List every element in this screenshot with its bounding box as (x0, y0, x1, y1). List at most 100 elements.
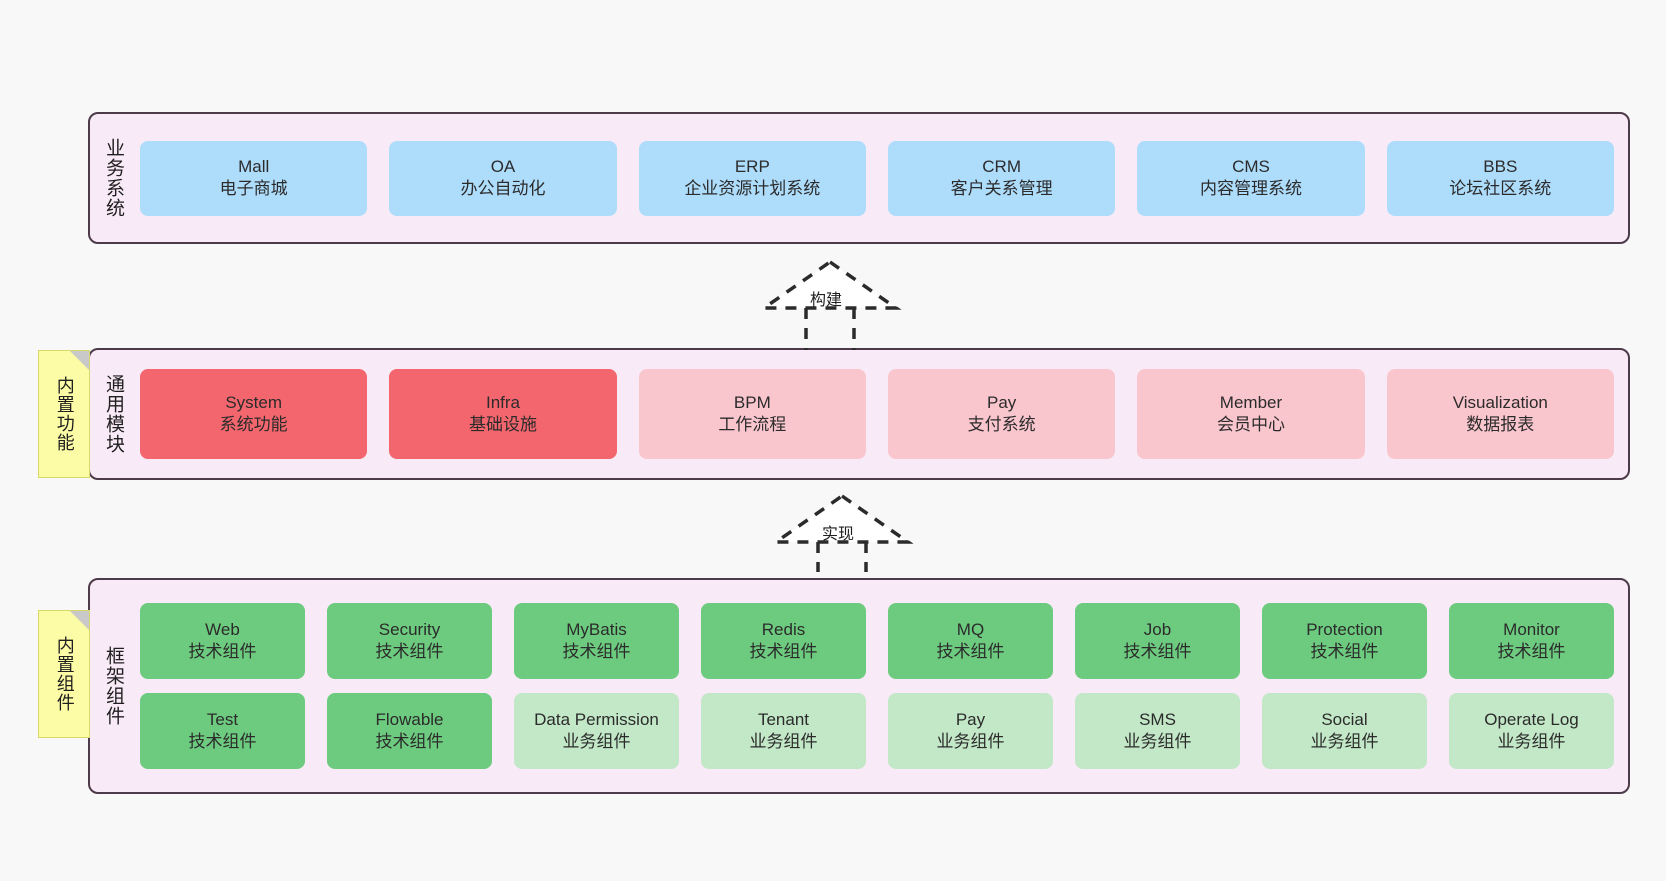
layer-framework-component: 框架组件 Web 技术组件 Security 技术组件 MyBatis 技术组件… (88, 578, 1630, 794)
node-subtitle: 技术组件 (562, 642, 631, 661)
layer-title-framework-component: 框架组件 (103, 646, 125, 726)
node-subtitle: 业务组件 (1497, 732, 1566, 751)
node-title: Social (1321, 709, 1368, 729)
node-subtitle: 技术组件 (375, 732, 444, 751)
node-subtitle: 内容管理系统 (1199, 179, 1302, 198)
node-mq[interactable]: MQ 技术组件 (888, 603, 1053, 679)
node-row: Web 技术组件 Security 技术组件 MyBatis 技术组件 Redi… (140, 603, 1614, 679)
node-operate-log[interactable]: Operate Log 业务组件 (1449, 693, 1614, 769)
node-oa[interactable]: OA 办公自动化 (389, 140, 617, 216)
node-title: Security (378, 619, 441, 639)
node-subtitle: 论坛社区系统 (1449, 179, 1552, 198)
node-title: Operate Log (1484, 709, 1579, 729)
node-subtitle: 业务组件 (1310, 732, 1379, 751)
node-title: Member (1219, 392, 1283, 412)
node-subtitle: 办公自动化 (460, 179, 546, 198)
sticky-note-label: 内置组件 (54, 636, 75, 712)
node-job[interactable]: Job 技术组件 (1075, 603, 1240, 679)
node-bpm[interactable]: BPM 工作流程 (638, 369, 866, 459)
node-erp[interactable]: ERP 企业资源计划系统 (638, 140, 866, 216)
node-data-permission[interactable]: Data Permission 业务组件 (514, 693, 679, 769)
node-visualization[interactable]: Visualization 数据报表 (1386, 369, 1614, 459)
node-subtitle: 业务组件 (749, 732, 818, 751)
connector-build: 构建 (758, 258, 902, 350)
node-subtitle: 技术组件 (749, 642, 818, 661)
node-subtitle: 系统功能 (219, 415, 288, 434)
node-protection[interactable]: Protection 技术组件 (1262, 603, 1427, 679)
node-title: Pay (987, 392, 1017, 412)
node-tenant[interactable]: Tenant 业务组件 (701, 693, 866, 769)
connector-realize: 实现 (770, 492, 914, 572)
node-redis[interactable]: Redis 技术组件 (701, 603, 866, 679)
node-test[interactable]: Test 技术组件 (140, 693, 305, 769)
node-subtitle: 业务组件 (936, 732, 1005, 751)
node-mall[interactable]: Mall 电子商城 (140, 140, 368, 216)
arrowhead-triangle (758, 259, 902, 310)
node-subtitle: 客户关系管理 (950, 179, 1053, 198)
node-title: Mall (238, 156, 270, 176)
node-title: BBS (1483, 156, 1518, 176)
node-subtitle: 技术组件 (1497, 642, 1566, 661)
node-subtitle: 基础设施 (468, 415, 537, 434)
layer-business-system: 业务系统 Mall 电子商城 OA 办公自动化 ERP 企业资源计划系统 CRM… (88, 112, 1630, 244)
layer-body-common-module: System 系统功能 Infra 基础设施 BPM 工作流程 Pay 支付系统… (136, 350, 1628, 478)
node-monitor[interactable]: Monitor 技术组件 (1449, 603, 1614, 679)
layer-body-business-system: Mall 电子商城 OA 办公自动化 ERP 企业资源计划系统 CRM 客户关系… (136, 114, 1628, 242)
layer-title-business-system: 业务系统 (103, 138, 125, 218)
connector-build-label: 构建 (810, 292, 843, 309)
node-subtitle: 会员中心 (1216, 415, 1285, 434)
node-flowable[interactable]: Flowable 技术组件 (327, 693, 492, 769)
node-title: Tenant (757, 709, 810, 729)
node-title: Pay (955, 709, 986, 729)
node-title: System (225, 392, 282, 412)
sticky-note-builtin-function: 内置功能 (38, 350, 90, 478)
node-web[interactable]: Web 技术组件 (140, 603, 305, 679)
node-sms[interactable]: SMS 业务组件 (1075, 693, 1240, 769)
node-subtitle: 技术组件 (188, 642, 257, 661)
node-title: Visualization (1452, 392, 1548, 412)
node-subtitle: 工作流程 (718, 415, 787, 434)
node-mybatis[interactable]: MyBatis 技术组件 (514, 603, 679, 679)
node-system[interactable]: System 系统功能 (140, 369, 368, 459)
layer-title-common-module: 通用模块 (103, 374, 125, 454)
node-title: Data Permission (534, 709, 659, 729)
node-subtitle: 技术组件 (1310, 642, 1379, 661)
node-cms[interactable]: CMS 内容管理系统 (1137, 140, 1365, 216)
node-title: CMS (1232, 156, 1270, 176)
node-subtitle: 技术组件 (375, 642, 444, 661)
node-subtitle: 技术组件 (936, 642, 1005, 661)
node-subtitle: 业务组件 (1123, 732, 1192, 751)
node-subtitle: 技术组件 (1123, 642, 1192, 661)
node-member[interactable]: Member 会员中心 (1137, 369, 1365, 459)
layer-common-module: 通用模块 System 系统功能 Infra 基础设施 BPM 工作流程 Pay… (88, 348, 1630, 480)
node-security[interactable]: Security 技术组件 (327, 603, 492, 679)
sticky-note-builtin-component: 内置组件 (38, 610, 90, 738)
node-pay-business[interactable]: Pay 业务组件 (888, 693, 1053, 769)
arrow-stem (816, 542, 868, 572)
node-row: Test 技术组件 Flowable 技术组件 Data Permission … (140, 693, 1614, 769)
node-subtitle: 技术组件 (188, 732, 257, 751)
node-title: Infra (485, 392, 520, 412)
node-bbs[interactable]: BBS 论坛社区系统 (1386, 140, 1614, 216)
node-pay[interactable]: Pay 支付系统 (887, 369, 1116, 459)
node-row: Mall 电子商城 OA 办公自动化 ERP 企业资源计划系统 CRM 客户关系… (140, 140, 1614, 216)
node-title: MyBatis (566, 619, 627, 639)
node-crm[interactable]: CRM 客户关系管理 (887, 140, 1116, 216)
node-social[interactable]: Social 业务组件 (1262, 693, 1427, 769)
arrowhead-triangle (770, 493, 914, 544)
node-title: Test (206, 709, 239, 729)
node-subtitle: 企业资源计划系统 (684, 179, 821, 198)
node-infra[interactable]: Infra 基础设施 (389, 369, 617, 459)
arrow-stem (804, 308, 856, 350)
node-row: System 系统功能 Infra 基础设施 BPM 工作流程 Pay 支付系统… (140, 369, 1614, 459)
sticky-note-label: 内置功能 (54, 376, 75, 452)
node-title: Protection (1306, 619, 1383, 639)
node-title: Flowable (375, 709, 444, 729)
node-title: MQ (956, 619, 985, 639)
node-title: Monitor (1503, 619, 1560, 639)
node-title: Redis (761, 619, 806, 639)
node-subtitle: 业务组件 (562, 732, 631, 751)
node-title: CRM (982, 156, 1021, 176)
node-title: Job (1143, 619, 1172, 639)
